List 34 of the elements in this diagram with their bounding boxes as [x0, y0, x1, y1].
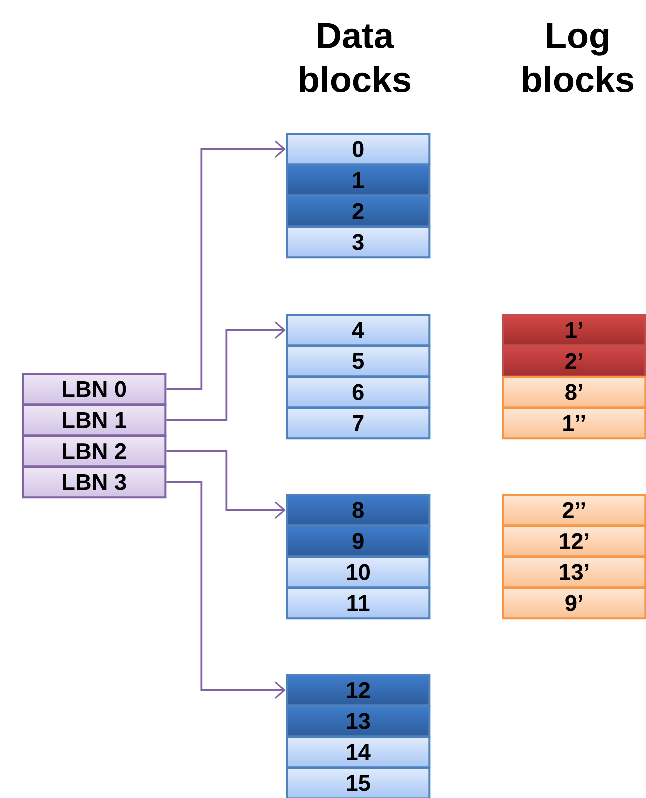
- data-block-cell: 1: [286, 164, 431, 197]
- log-block-cell: 9’: [502, 587, 646, 620]
- data-block-cell: 13: [286, 705, 431, 738]
- data-block-cell: 5: [286, 345, 431, 378]
- lbn-cell: LBN 3: [22, 466, 167, 499]
- log-block-cell: 8’: [502, 376, 646, 409]
- column-heading: Data blocks: [300, 23, 411, 93]
- data-block-cell: 7: [286, 407, 431, 440]
- arrow: [166, 140, 286, 390]
- column-heading: Log blocks: [523, 23, 634, 93]
- log-block-cell: 12’: [502, 525, 646, 558]
- data-block-cell: 10: [286, 556, 431, 589]
- data-block-cell: 15: [286, 767, 431, 798]
- log-block-cell: 1’’: [502, 407, 646, 440]
- data-block-cell: 9: [286, 525, 431, 558]
- lbn-cell: LBN 1: [22, 404, 167, 437]
- data-block-cell: 4: [286, 314, 431, 347]
- data-block-cell: 0: [286, 133, 431, 166]
- lbn-cell: LBN 2: [22, 435, 167, 468]
- log-block-cell: 2’: [502, 345, 646, 378]
- data-block-cell: 6: [286, 376, 431, 409]
- log-block-cell: 1’: [502, 314, 646, 347]
- log-block-cell: 13’: [502, 556, 646, 589]
- data-block-cell: 8: [286, 494, 431, 527]
- data-block-cell: 14: [286, 736, 431, 769]
- lbn-cell: LBN 0: [22, 373, 167, 406]
- log-block-cell: 2’’: [502, 494, 646, 527]
- arrow: [166, 322, 286, 422]
- data-block-cell: 12: [286, 674, 431, 707]
- data-block-cell: 3: [286, 226, 431, 259]
- data-block-cell: 11: [286, 587, 431, 620]
- arrow: [166, 481, 286, 699]
- data-block-cell: 2: [286, 195, 431, 228]
- arrow: [166, 450, 286, 519]
